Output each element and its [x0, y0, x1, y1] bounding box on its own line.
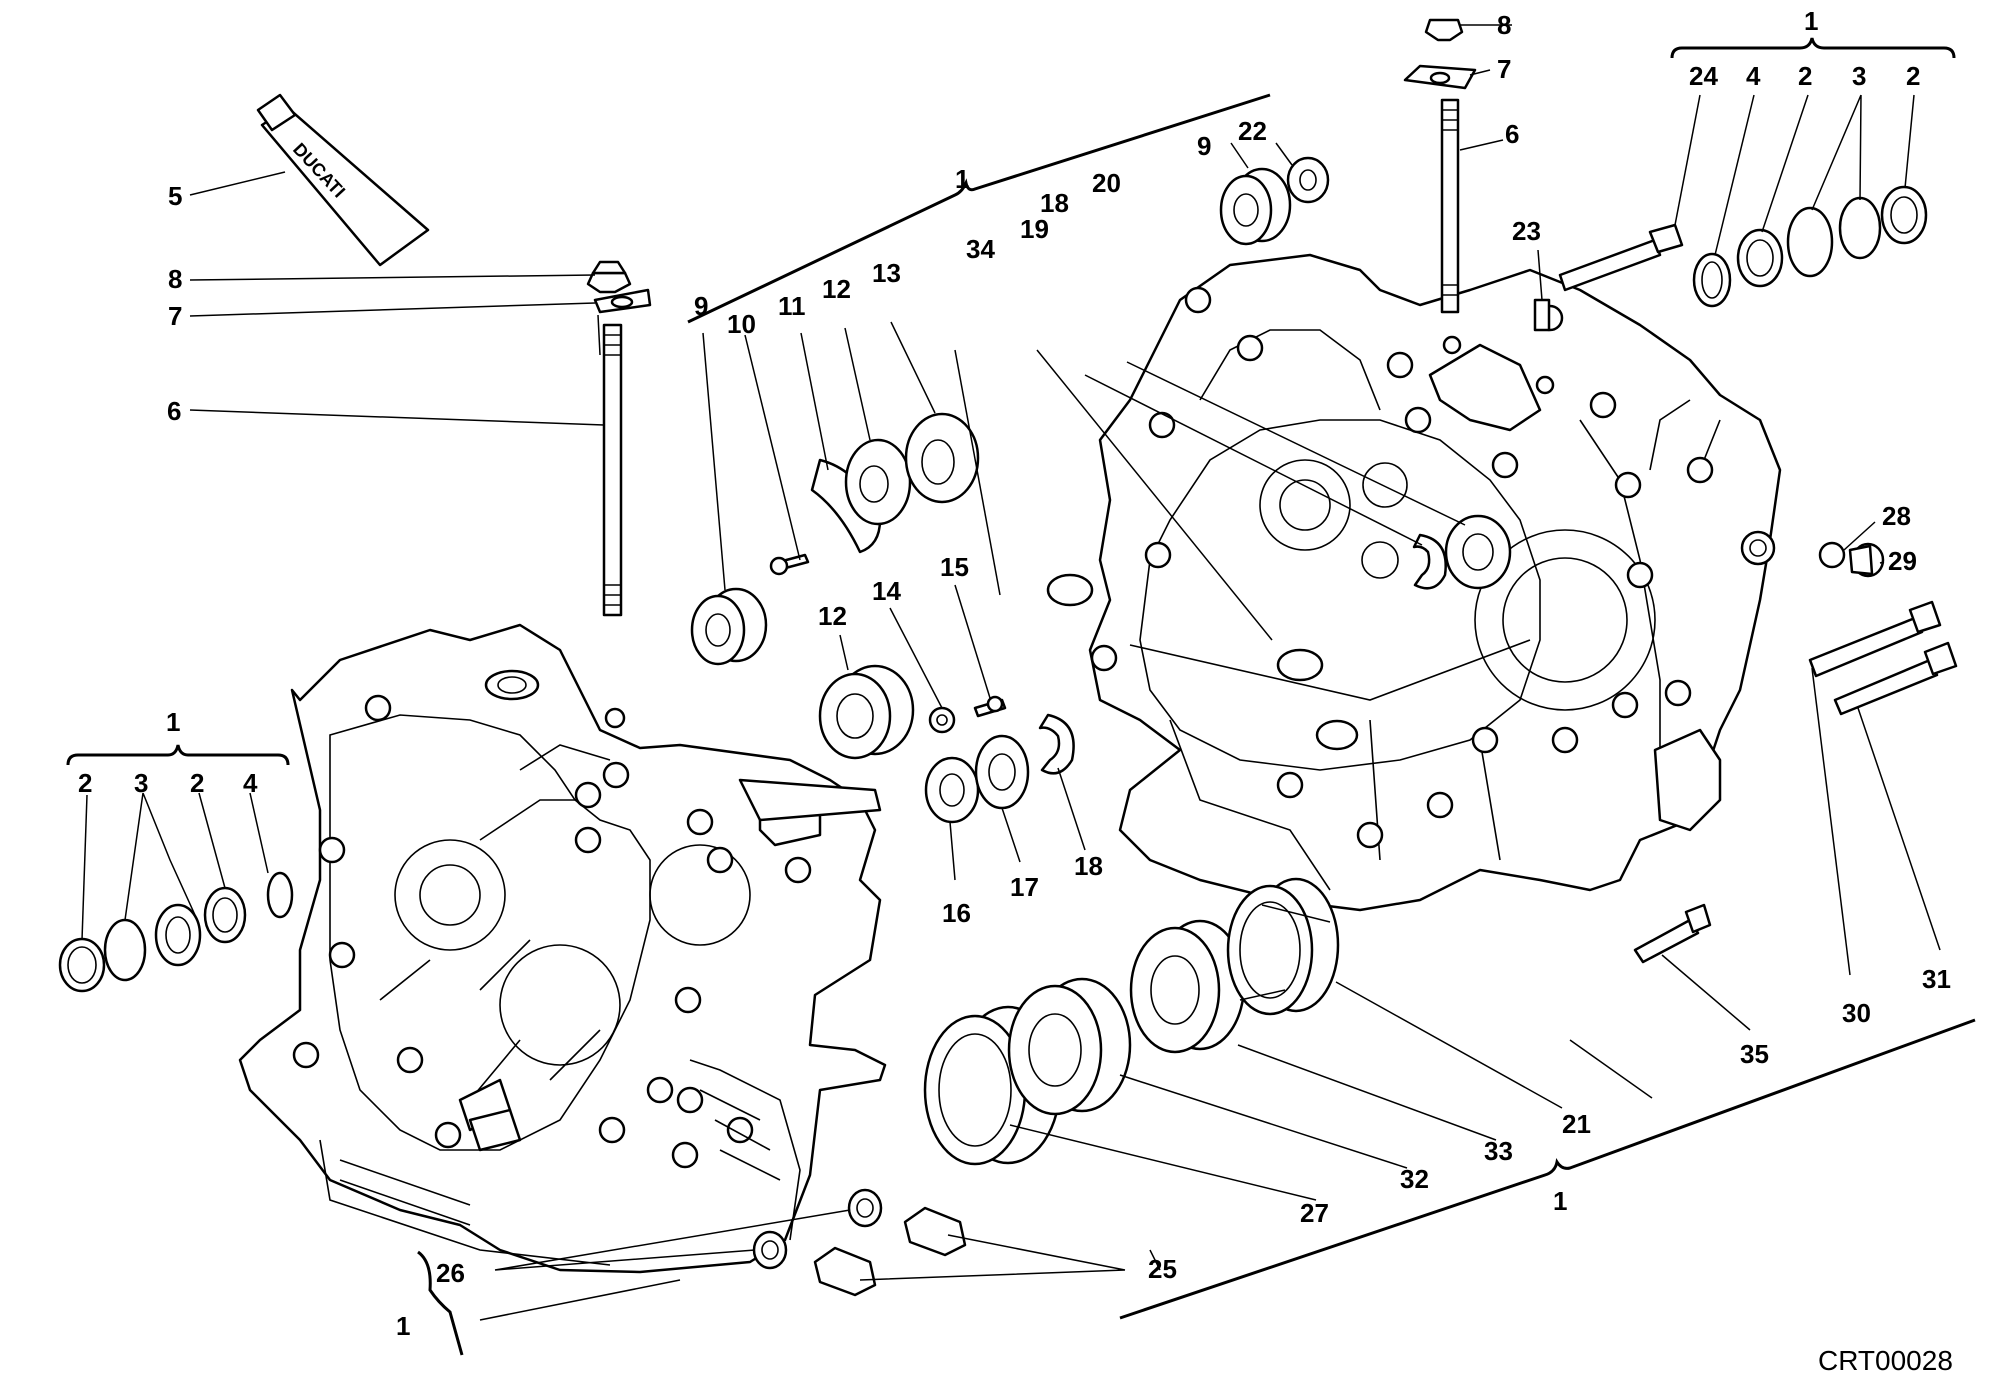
callout-10: 10 — [727, 309, 756, 339]
callout-30: 30 — [1842, 998, 1871, 1028]
callout-3: 3 — [1852, 61, 1866, 91]
bearing-9-left — [690, 587, 768, 666]
callout-34: 34 — [966, 234, 995, 264]
callout-11: 11 — [778, 291, 806, 321]
callout-6: 6 — [1505, 119, 1519, 149]
right-bearing-stack — [1692, 185, 1928, 308]
leader-lines — [81, 24, 1941, 1321]
main-bearings — [923, 877, 1340, 1166]
callout-24: 24 — [1689, 61, 1718, 91]
callout-9: 9 — [694, 291, 708, 321]
callout-19: 19 — [1020, 214, 1049, 244]
callout-1: 1 — [166, 707, 180, 737]
sealant-tube: DUCATI — [256, 93, 430, 267]
drawing-code: CRT00028 — [1818, 1345, 1953, 1376]
callout-16: 16 — [942, 898, 971, 928]
callout-14: 14 — [872, 576, 901, 606]
bearing-9-right — [1219, 167, 1292, 246]
callout-6: 6 — [167, 396, 181, 426]
callout-4: 4 — [243, 768, 258, 798]
callout-18: 18 — [1074, 851, 1103, 881]
right-stud-set — [1403, 18, 1477, 314]
callout-13: 13 — [872, 258, 901, 288]
callout-2: 2 — [1798, 61, 1812, 91]
long-bolts — [1808, 600, 1958, 716]
callout-labels: 1 1 1 1 1 2 2 2 2 3 3 4 4 5 6 6 7 7 8 8 … — [78, 6, 1951, 1341]
callout-12: 12 — [822, 274, 851, 304]
callout-1: 1 — [1804, 6, 1818, 36]
callout-7: 7 — [168, 301, 182, 331]
bolt-35 — [1633, 903, 1712, 964]
left-stud-set — [586, 260, 652, 617]
callout-22: 22 — [1238, 116, 1267, 146]
callout-2: 2 — [1906, 61, 1920, 91]
seal-bearing-clip — [924, 713, 1075, 824]
callout-7: 7 — [1497, 54, 1511, 84]
callout-3: 3 — [134, 768, 148, 798]
callout-15: 15 — [940, 552, 969, 582]
callout-8: 8 — [1497, 10, 1511, 40]
retainer-plate-assembly — [769, 412, 980, 576]
callout-1: 1 — [1553, 1186, 1567, 1216]
callout-21: 21 — [1562, 1109, 1591, 1139]
callout-25: 25 — [1148, 1254, 1177, 1284]
callout-4: 4 — [1746, 61, 1761, 91]
callout-5: 5 — [168, 181, 182, 211]
callout-27: 27 — [1300, 1198, 1329, 1228]
dowel-and-bolt — [1533, 223, 1684, 332]
callout-23: 23 — [1512, 216, 1541, 246]
right-small-parts — [1046, 514, 1512, 682]
left-bearing-stack — [58, 871, 294, 993]
washer-22 — [1286, 156, 1330, 204]
callout-29: 29 — [1888, 546, 1917, 576]
left-crankcase-half — [238, 623, 887, 1274]
callout-28: 28 — [1882, 501, 1911, 531]
callout-35: 35 — [1740, 1039, 1769, 1069]
callout-26: 26 — [436, 1258, 465, 1288]
callout-9: 9 — [1197, 131, 1211, 161]
callout-31: 31 — [1922, 964, 1951, 994]
callout-2: 2 — [78, 768, 92, 798]
callout-32: 32 — [1400, 1164, 1429, 1194]
callout-12: 12 — [818, 601, 847, 631]
callout-8: 8 — [168, 264, 182, 294]
callout-2: 2 — [190, 768, 204, 798]
callout-1: 1 — [955, 164, 969, 194]
lower-bearing-group — [818, 664, 1007, 760]
plug-and-washer — [1818, 541, 1885, 578]
plugs-and-washers — [752, 1188, 967, 1297]
callout-1: 1 — [396, 1311, 410, 1341]
callout-20: 20 — [1092, 168, 1121, 198]
callout-18: 18 — [1040, 188, 1069, 218]
callout-33: 33 — [1484, 1136, 1513, 1166]
callout-17: 17 — [1010, 872, 1039, 902]
brackets — [66, 37, 1976, 1356]
